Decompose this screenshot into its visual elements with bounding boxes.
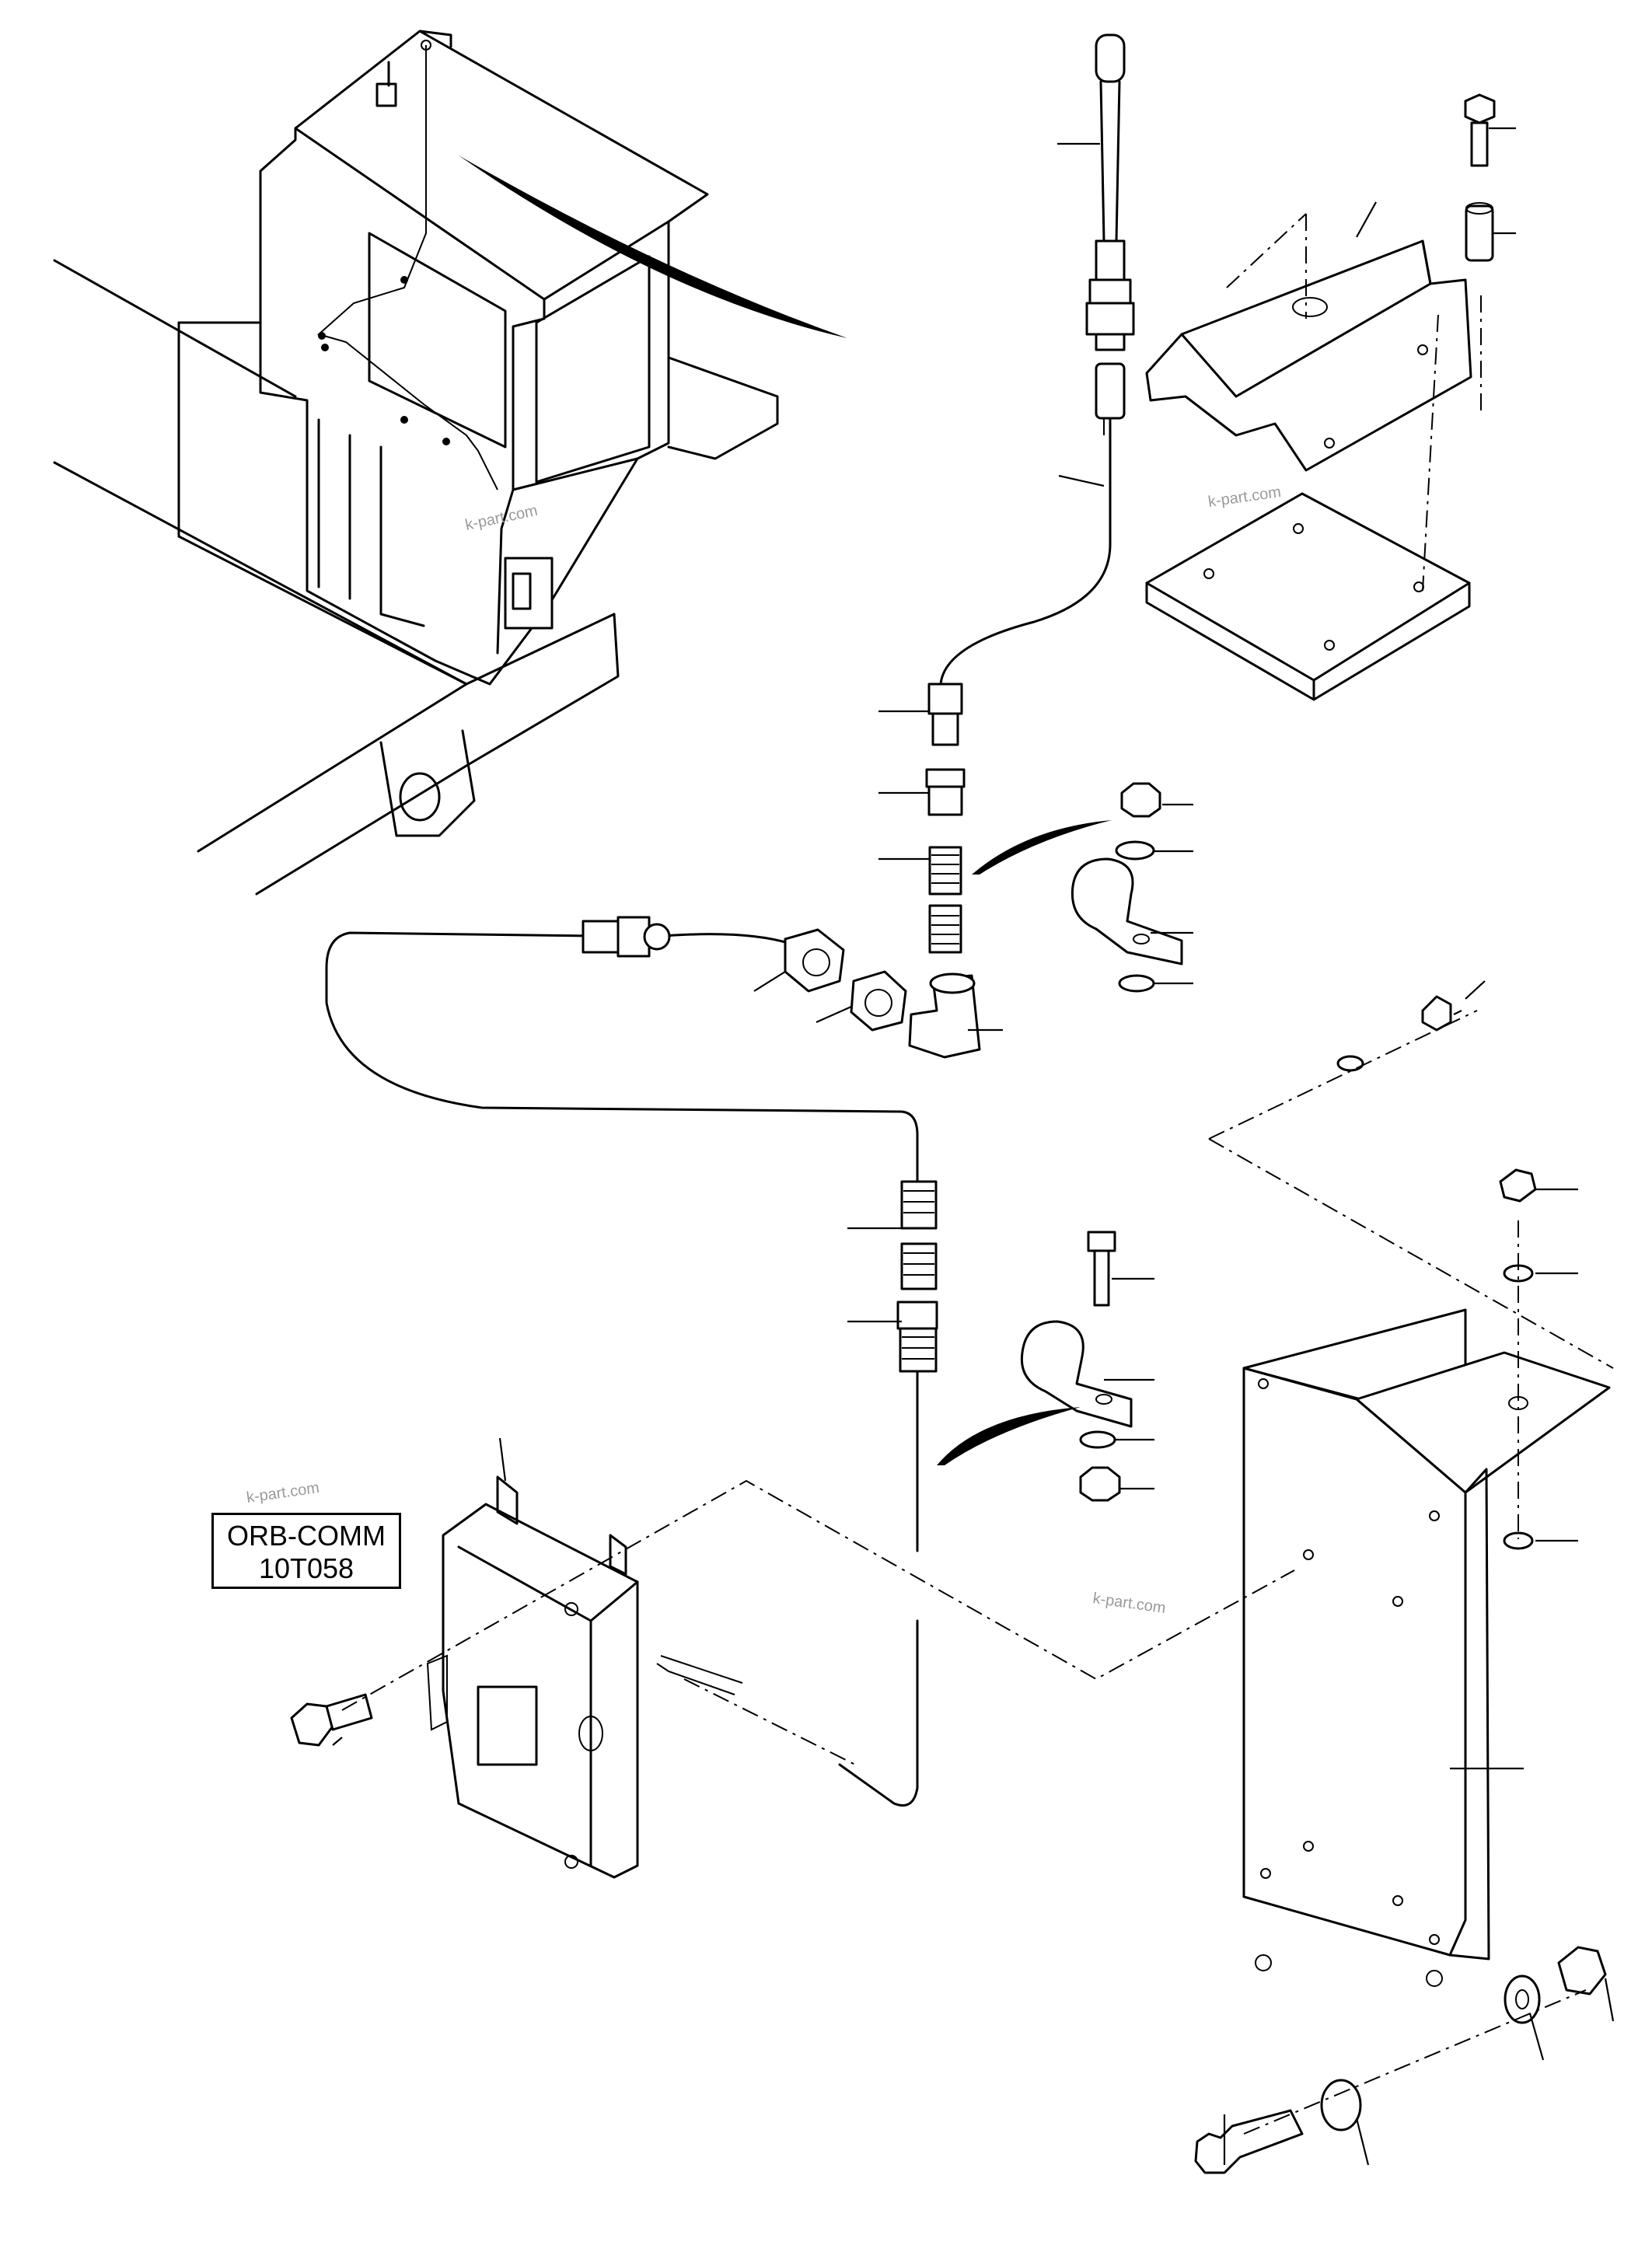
- antenna: [1085, 33, 1135, 435]
- machine-cab-frame: [53, 30, 847, 896]
- left-connectors: [582, 916, 907, 1032]
- watermark: k-part.com: [1207, 484, 1283, 511]
- coax-cable: [325, 931, 919, 1183]
- coax-cable-lower: [838, 1370, 919, 1807]
- lower-connectors: [896, 1180, 938, 1373]
- clamp-hardware-upper: [1070, 782, 1183, 993]
- right-hardware: [1194, 995, 1607, 2174]
- callout-leaders: [332, 127, 1615, 2166]
- antenna-bracket: [1145, 239, 1472, 472]
- clamp-hardware-lower: [1020, 1231, 1133, 1502]
- mounting-bracket-large: [1242, 1308, 1611, 1987]
- connector-stack: [908, 683, 981, 1059]
- watermark: k-part.com: [1091, 1590, 1167, 1617]
- part-label-line-2: 10T058: [258, 1552, 354, 1584]
- part-label-line-1: ORB-COMM: [227, 1520, 386, 1552]
- watermark: k-part.com: [246, 1479, 321, 1507]
- orbcomm-control-unit: [290, 1475, 743, 1879]
- bolt-and-spacer: [1464, 93, 1496, 262]
- part-label: ORB-COMM 10T058: [211, 1513, 401, 1589]
- mounting-plate: [1145, 492, 1471, 701]
- antenna-cable: [939, 418, 1112, 686]
